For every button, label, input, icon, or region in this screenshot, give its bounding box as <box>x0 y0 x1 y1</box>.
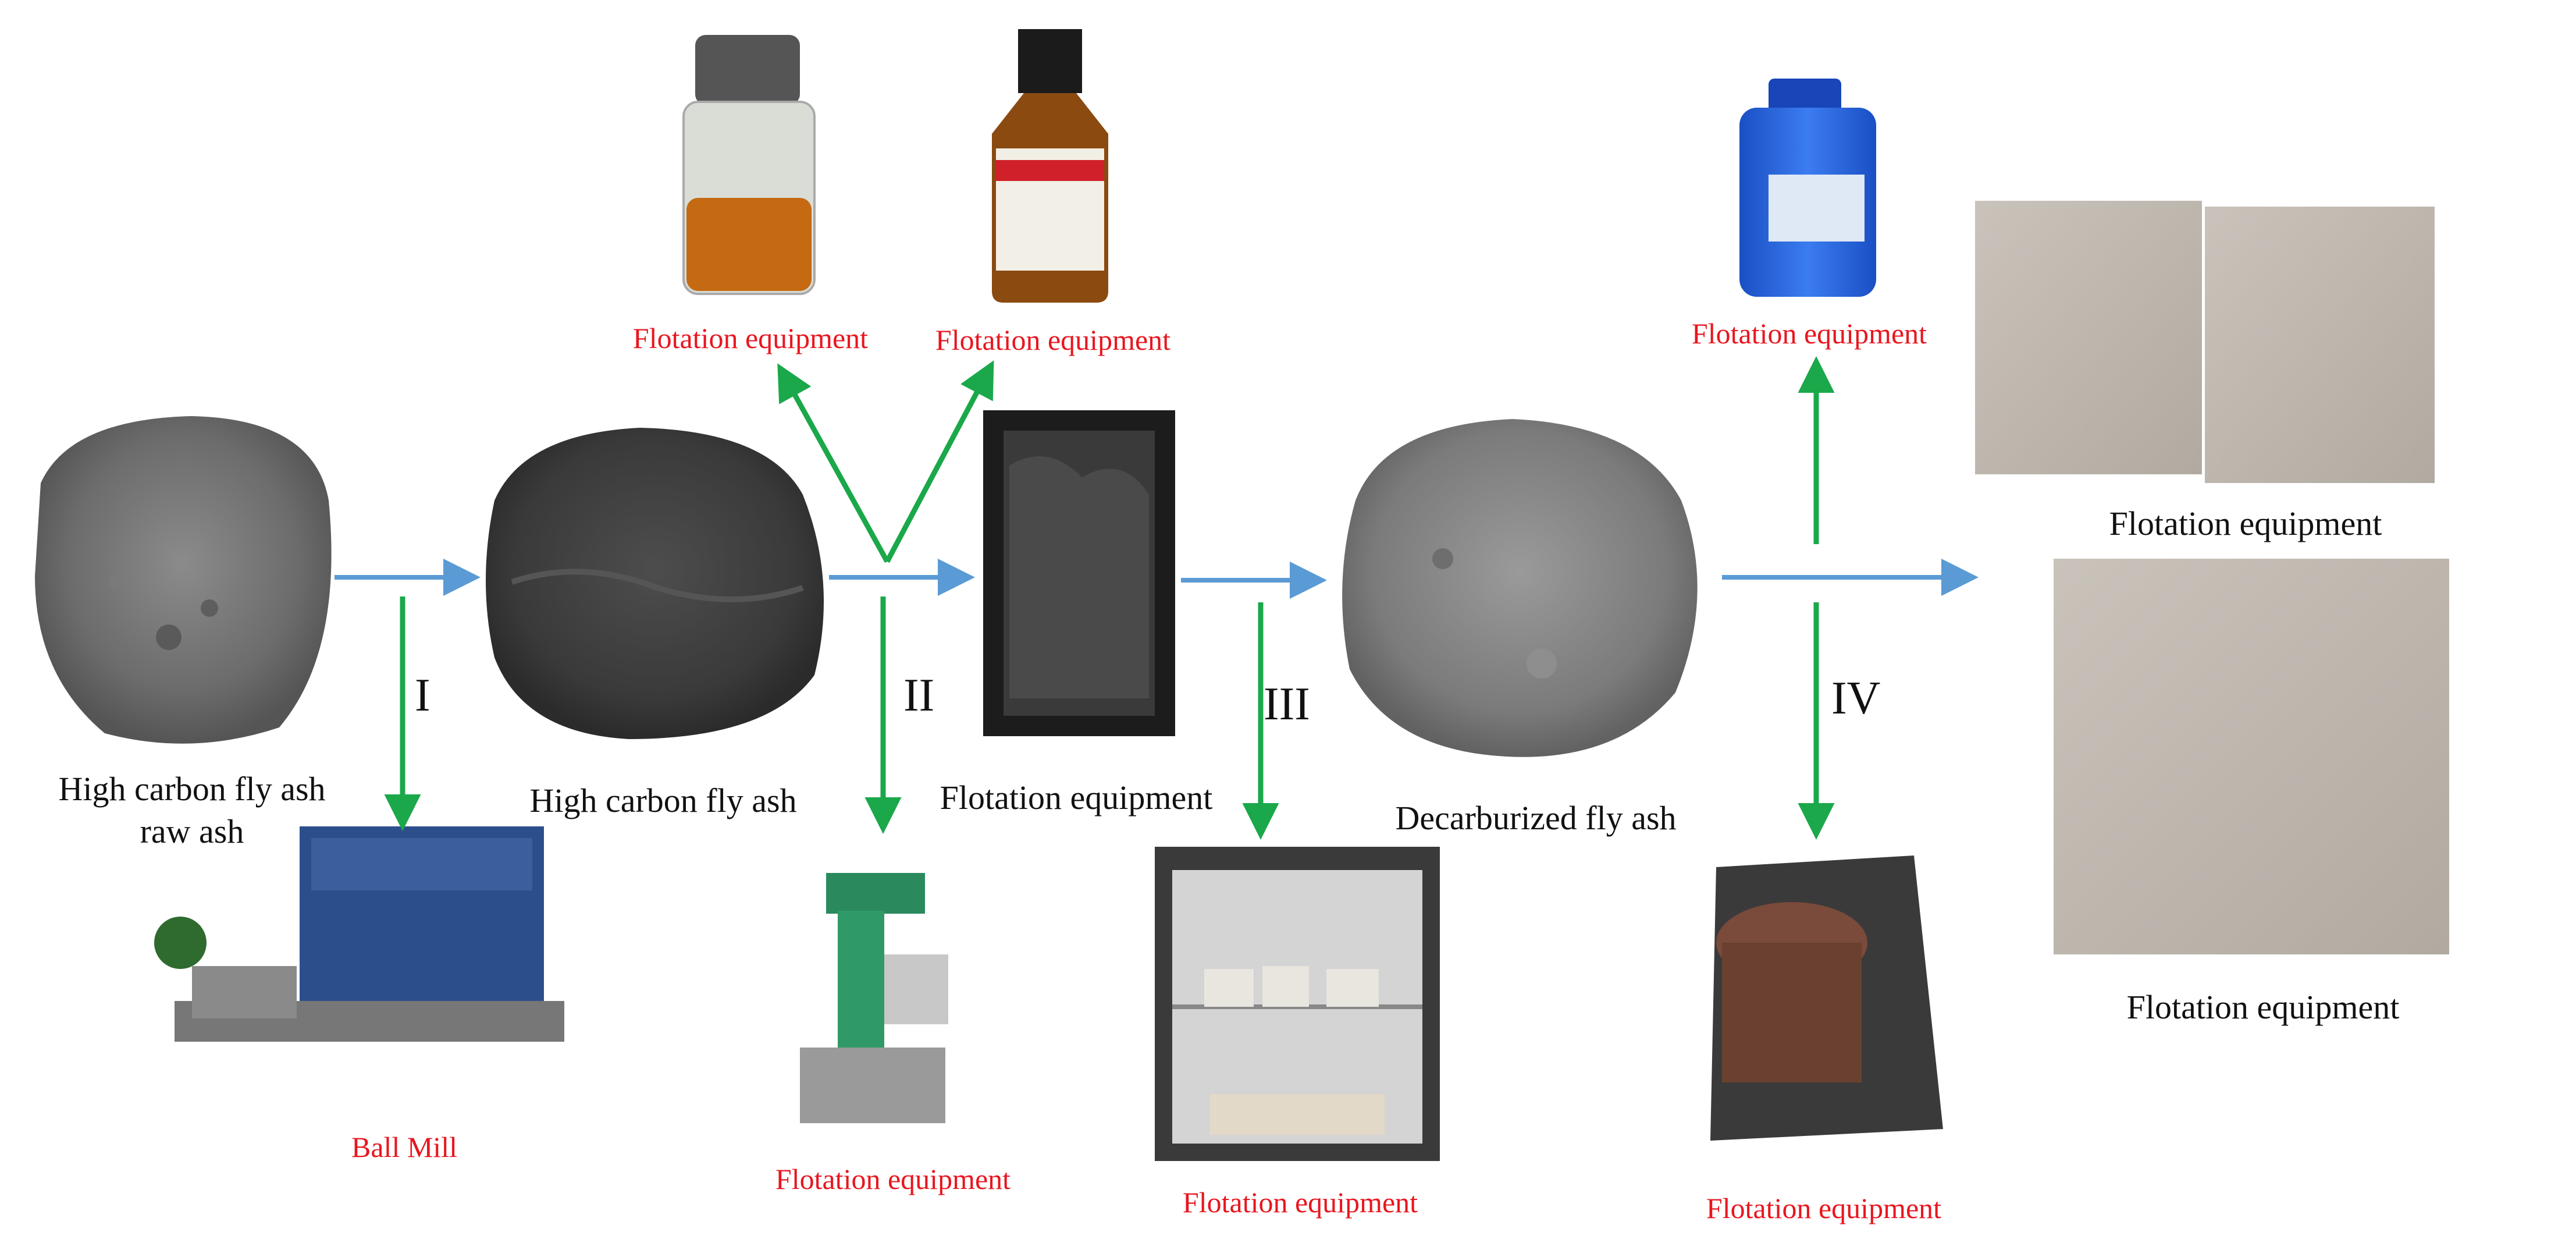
curing-oven-image <box>1155 847 1440 1161</box>
decarburized-ash-label: Decarburized fly ash <box>1395 799 1677 837</box>
stage-label-4: IV <box>1831 673 1881 724</box>
branch-arrows <box>384 356 1835 840</box>
flotation-tank-image <box>983 410 1175 736</box>
product-bottom-label: Flotation equipment <box>2126 988 2400 1026</box>
stage-label-3: III <box>1264 679 1310 730</box>
reagent-oil-jar-image <box>682 35 816 295</box>
decarburized-ash-pile-image <box>1342 419 1698 757</box>
raw-ash-label-line1: High carbon fly ash <box>58 770 326 808</box>
flotation-machine-image <box>800 873 948 1123</box>
flotation-machine-label: Flotation equipment <box>775 1163 1011 1195</box>
mixer-label: Flotation equipment <box>1706 1192 1942 1224</box>
reagent-bottle-image <box>992 29 1108 303</box>
foam-concrete-slabs-top-image <box>1975 201 2435 483</box>
stage-label-1: I <box>415 670 430 721</box>
product-top-label: Flotation equipment <box>2109 505 2382 542</box>
ground-ash-label: High carbon fly ash <box>529 782 797 819</box>
ball-mill-image <box>154 826 564 1042</box>
ball-mill-label: Ball Mill <box>351 1131 457 1163</box>
branch-arrow-reagent-bottle <box>885 360 994 563</box>
branch-arrow-reagent-oil <box>777 363 889 563</box>
raw-ash-pile-image <box>35 416 332 744</box>
raw-ash-label: High carbon fly ash raw ash <box>29 768 355 853</box>
additive-drum-label: Flotation equipment <box>1691 317 1927 350</box>
raw-ash-label-line2: raw ash <box>140 812 244 850</box>
foam-concrete-slab-bottom-image <box>2054 559 2449 954</box>
mixer-image <box>1710 855 1943 1141</box>
reagent-oil-label: Flotation equipment <box>632 322 869 354</box>
main-flow-arrows <box>335 559 1979 599</box>
curing-oven-label: Flotation equipment <box>1182 1186 1418 1219</box>
stage-label-2: II <box>903 670 935 721</box>
reagent-bottle-label: Flotation equipment <box>935 324 1171 356</box>
flotation-tank-label: Flotation equipment <box>940 779 1213 816</box>
ground-ash-pile-image <box>486 428 824 739</box>
additive-drum-image <box>1739 79 1876 297</box>
